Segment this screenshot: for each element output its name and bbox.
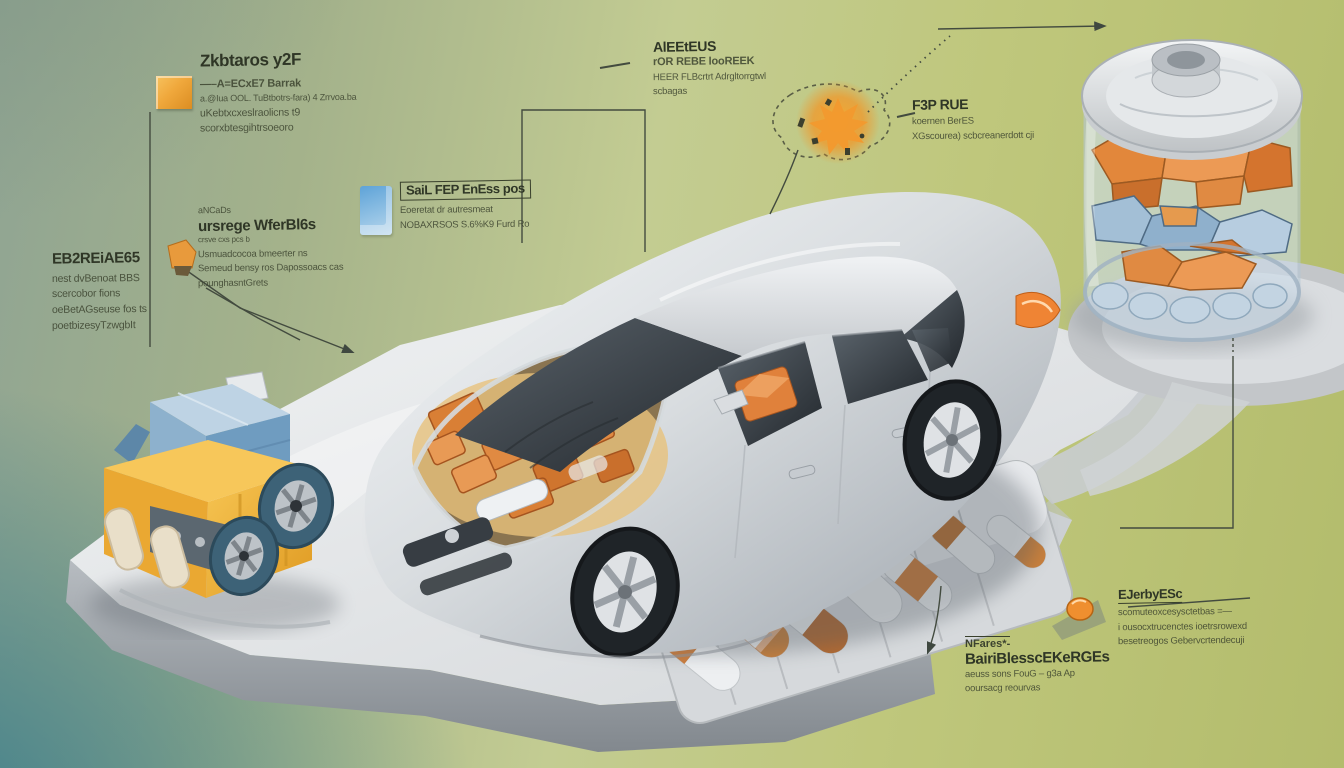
battery-cylinder-illustration <box>1070 39 1314 352</box>
headlight <box>475 478 549 522</box>
annotation-heading: Zkbtaros y2F <box>199 49 302 71</box>
car-roof <box>635 256 957 356</box>
annotation-right-top: F3P RUE koernen BerES XGscourea) scbcrea… <box>912 96 1132 143</box>
rear-wheel <box>902 379 1002 501</box>
annotation-line: XGscourea) scbcreanerdott cji <box>911 129 1035 142</box>
cylinder-bottom-pebbles <box>1091 282 1288 324</box>
leader-lines <box>149 21 1251 655</box>
orange-square-icon <box>156 76 192 109</box>
side-mirror <box>713 389 749 415</box>
annotation-top-center: AlEEtEUS rOR REBE looREEK HEER FLBcrtrt … <box>653 38 873 98</box>
windshield <box>455 318 742 472</box>
annotation-line: besetreogos Gebervcrtendecuji <box>1117 634 1245 647</box>
grille <box>402 517 494 567</box>
annotation-line: oeBetAGseuse fos ts <box>51 303 147 316</box>
front-wheel <box>570 526 680 658</box>
annotation-line: ooursacg reourvas <box>964 682 1041 694</box>
blue-battery-icon <box>360 186 392 235</box>
cart-wheel <box>258 462 334 550</box>
annotation-heading: F3P RUE <box>911 95 969 113</box>
annotation-top-left: Zkbtaros y2F —–A=ECxE7 Barrak a.@Iua OOL… <box>200 50 480 136</box>
annotation-pre: NFares*- <box>965 636 1011 650</box>
annotation-line: scbagas <box>652 85 688 98</box>
orange-nugget-icon <box>1052 597 1106 640</box>
annotation-heading: SaiL FEP EnEss pos <box>399 179 531 202</box>
annotation-line: pounghasntGrets <box>197 277 268 289</box>
map-orange-splash <box>772 80 891 164</box>
orange-blob-marker <box>167 239 197 276</box>
cart-illustration <box>90 371 340 634</box>
rear-door-window <box>832 330 928 404</box>
annotation-sub: crsve cxs pcs b <box>197 234 250 245</box>
cabin-orange-pack <box>734 366 798 422</box>
annotation-line: Eoeretat dr autresmeat <box>399 204 493 217</box>
car-illustration <box>364 191 1061 659</box>
annotation-line: NOBAXRSOS S.6%K9 Furd Ro <box>399 218 530 231</box>
annotation-line: poetbizesyTzwgbIt <box>51 318 136 332</box>
annotation-bottom-center: NFares*- BairiBlesscEKeRGEs aeuss sons F… <box>965 636 1180 695</box>
annotation-bottom-right: EJerbyESc scomuteoxcesysctetbas =— i ous… <box>1118 586 1344 648</box>
cart-wheel <box>209 515 279 597</box>
annotation-line: scorxbtesgihtrsoeoro <box>199 121 294 135</box>
annotation-top-center-left: SaiL FEP EnEss pos Eoeretat dr autresmea… <box>399 179 600 232</box>
annotation-heading: EJerbyESc <box>1118 586 1183 605</box>
cylinder-lower-orange <box>1121 239 1258 291</box>
